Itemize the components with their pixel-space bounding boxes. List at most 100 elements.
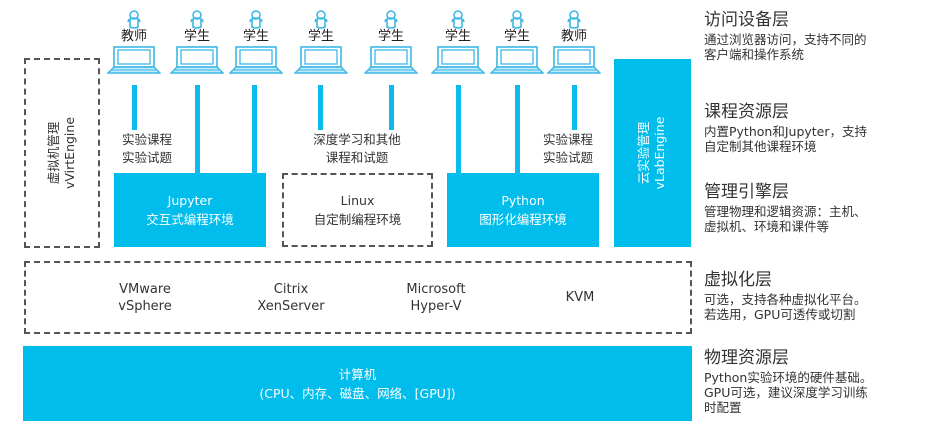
course-note-line: 课程和试题 xyxy=(325,150,389,165)
layer-desc-line: 管理物理和逻辑资源：主机、 xyxy=(704,204,867,219)
layer-desc-line: 若选用，GPU可透传或切割 xyxy=(704,307,856,322)
user-icon xyxy=(190,10,204,29)
user-role: 学生 xyxy=(444,29,471,44)
linux-subtitle: 自定制编程环境 xyxy=(313,212,402,227)
user-1[interactable]: 教师 xyxy=(107,10,161,76)
cloud-lab-title: 云实验管理 xyxy=(636,121,651,185)
layer-title: 管理引擎层 xyxy=(704,182,789,202)
connector-line xyxy=(456,85,461,173)
course-note-line: 深度学习和其他 xyxy=(313,132,401,147)
virt-citrix: Citrix XenServer xyxy=(246,281,336,315)
course-note-line: 实验课程 xyxy=(542,132,593,147)
physical-title: 计算机 xyxy=(338,366,377,382)
user-6[interactable]: 学生 xyxy=(431,10,485,76)
laptop-icon xyxy=(431,46,485,74)
python-environment-box[interactable]: Python 图形化编程环境 xyxy=(447,173,599,247)
python-title: Python xyxy=(501,193,545,208)
cloud-lab-engine-label: 云实验管理 vLabEngine xyxy=(635,103,669,203)
virt-line: vSphere xyxy=(118,299,172,314)
jupyter-subtitle: 交互式编程环境 xyxy=(146,212,234,227)
course-note-line: 实验课程 xyxy=(121,132,172,147)
virt-kvm: KVM xyxy=(550,289,610,306)
layer-title: 虚拟化层 xyxy=(704,270,772,290)
connector-line xyxy=(195,85,200,173)
user-role: 教师 xyxy=(560,29,587,44)
cloud-lab-engine: vLabEngine xyxy=(652,116,667,190)
user-5[interactable]: 学生 xyxy=(364,10,418,76)
virt-vmware: VMware vSphere xyxy=(105,281,185,315)
virt-line: VMware xyxy=(119,282,171,297)
user-role: 学生 xyxy=(503,29,530,44)
user-icon xyxy=(510,10,524,29)
physical-resource-box[interactable]: 计算机 (CPU、内存、磁盘、网络、[GPU]) xyxy=(23,346,692,421)
user-icon xyxy=(314,10,328,29)
layer-title: 访问设备层 xyxy=(704,10,789,30)
layer-desc-line: GPU可选，建议深度学习训练 xyxy=(704,385,868,400)
layer-description: 课程资源层内置Python和Jupyter，支持自定制其他课程环境 xyxy=(704,102,936,154)
vm-manager-title: 虚拟机管理 xyxy=(46,121,61,185)
connector-line xyxy=(572,85,577,130)
jupyter-environment-box[interactable]: Jupyter 交互式编程环境 xyxy=(114,173,266,247)
user-3[interactable]: 学生 xyxy=(229,10,283,76)
layer-desc-line: 自定制其他课程环境 xyxy=(704,139,817,154)
virt-line: Citrix xyxy=(273,282,309,297)
user-8[interactable]: 教师 xyxy=(547,10,601,76)
layer-title: 课程资源层 xyxy=(704,102,789,122)
linux-title: Linux xyxy=(340,193,375,208)
user-icon xyxy=(127,10,141,29)
connector-line xyxy=(252,85,257,173)
user-2[interactable]: 学生 xyxy=(170,10,224,76)
course-note-line: 实验试题 xyxy=(121,150,172,165)
layer-description: 访问设备层通过浏览器访问，支持不同的客户端和操作系统 xyxy=(704,10,936,62)
user-icon xyxy=(249,10,263,29)
user-role: 教师 xyxy=(120,29,147,44)
linux-environment-box[interactable]: Linux 自定制编程环境 xyxy=(282,173,433,247)
user-icon xyxy=(567,10,581,29)
connector-line xyxy=(318,85,323,130)
laptop-icon xyxy=(364,46,418,74)
connector-line xyxy=(515,85,520,173)
vm-manager-box[interactable] xyxy=(24,58,100,248)
layer-desc: 管理物理和逻辑资源：主机、虚拟机、环境和课件等 xyxy=(704,204,936,234)
course-note-line: 实验试题 xyxy=(542,150,593,165)
layer-desc: 可选，支持各种虚拟化平台。若选用，GPU可透传或切割 xyxy=(704,292,936,322)
laptop-icon xyxy=(107,46,161,74)
vm-manager-engine: vVirtEngine xyxy=(62,116,77,190)
physical-subtitle: (CPU、内存、磁盘、网络、[GPU]) xyxy=(259,385,456,401)
layer-title: 物理资源层 xyxy=(704,348,789,368)
course-note-right: 实验课程 实验试题 xyxy=(533,131,603,167)
layer-description: 虚拟化层可选，支持各种虚拟化平台。若选用，GPU可透传或切割 xyxy=(704,270,936,322)
layer-desc: Python实验环境的硬件基础。GPU可选，建议深度学习训练时配置 xyxy=(704,370,936,415)
user-role: 学生 xyxy=(377,29,404,44)
layer-desc: 通过浏览器访问，支持不同的客户端和操作系统 xyxy=(704,32,936,62)
layer-desc-line: 可选，支持各种虚拟化平台。 xyxy=(704,292,867,307)
laptop-icon xyxy=(170,46,224,74)
user-role: 学生 xyxy=(307,29,334,44)
user-icon xyxy=(451,10,465,29)
user-role: 学生 xyxy=(242,29,269,44)
user-role: 学生 xyxy=(183,29,210,44)
user-icon xyxy=(384,10,398,29)
layer-desc-line: 通过浏览器访问，支持不同的 xyxy=(704,32,867,47)
jupyter-title: Jupyter xyxy=(167,193,213,208)
layer-desc: 内置Python和Jupyter，支持自定制其他课程环境 xyxy=(704,124,936,154)
python-subtitle: 图形化编程环境 xyxy=(479,212,567,227)
layer-description: 管理引擎层管理物理和逻辑资源：主机、虚拟机、环境和课件等 xyxy=(704,182,936,234)
layer-desc-line: 客户端和操作系统 xyxy=(704,47,805,62)
user-7[interactable]: 学生 xyxy=(490,10,544,76)
laptop-icon xyxy=(547,46,601,74)
course-note-left: 实验课程 实验试题 xyxy=(112,131,182,167)
user-4[interactable]: 学生 xyxy=(294,10,348,76)
virtualization-box[interactable] xyxy=(24,261,692,334)
cloud-lab-engine-box[interactable] xyxy=(614,59,691,247)
laptop-icon xyxy=(490,46,544,74)
layer-desc-line: 内置Python和Jupyter，支持 xyxy=(704,124,868,139)
virt-line: Hyper-V xyxy=(410,299,462,314)
vm-manager-label: 虚拟机管理 vVirtEngine xyxy=(45,103,79,203)
virt-hyperv: Microsoft Hyper-V xyxy=(396,281,476,315)
laptop-icon xyxy=(229,46,283,74)
virt-line: KVM xyxy=(565,290,595,305)
connector-line xyxy=(389,85,394,130)
layer-desc-line: 时配置 xyxy=(704,400,742,415)
